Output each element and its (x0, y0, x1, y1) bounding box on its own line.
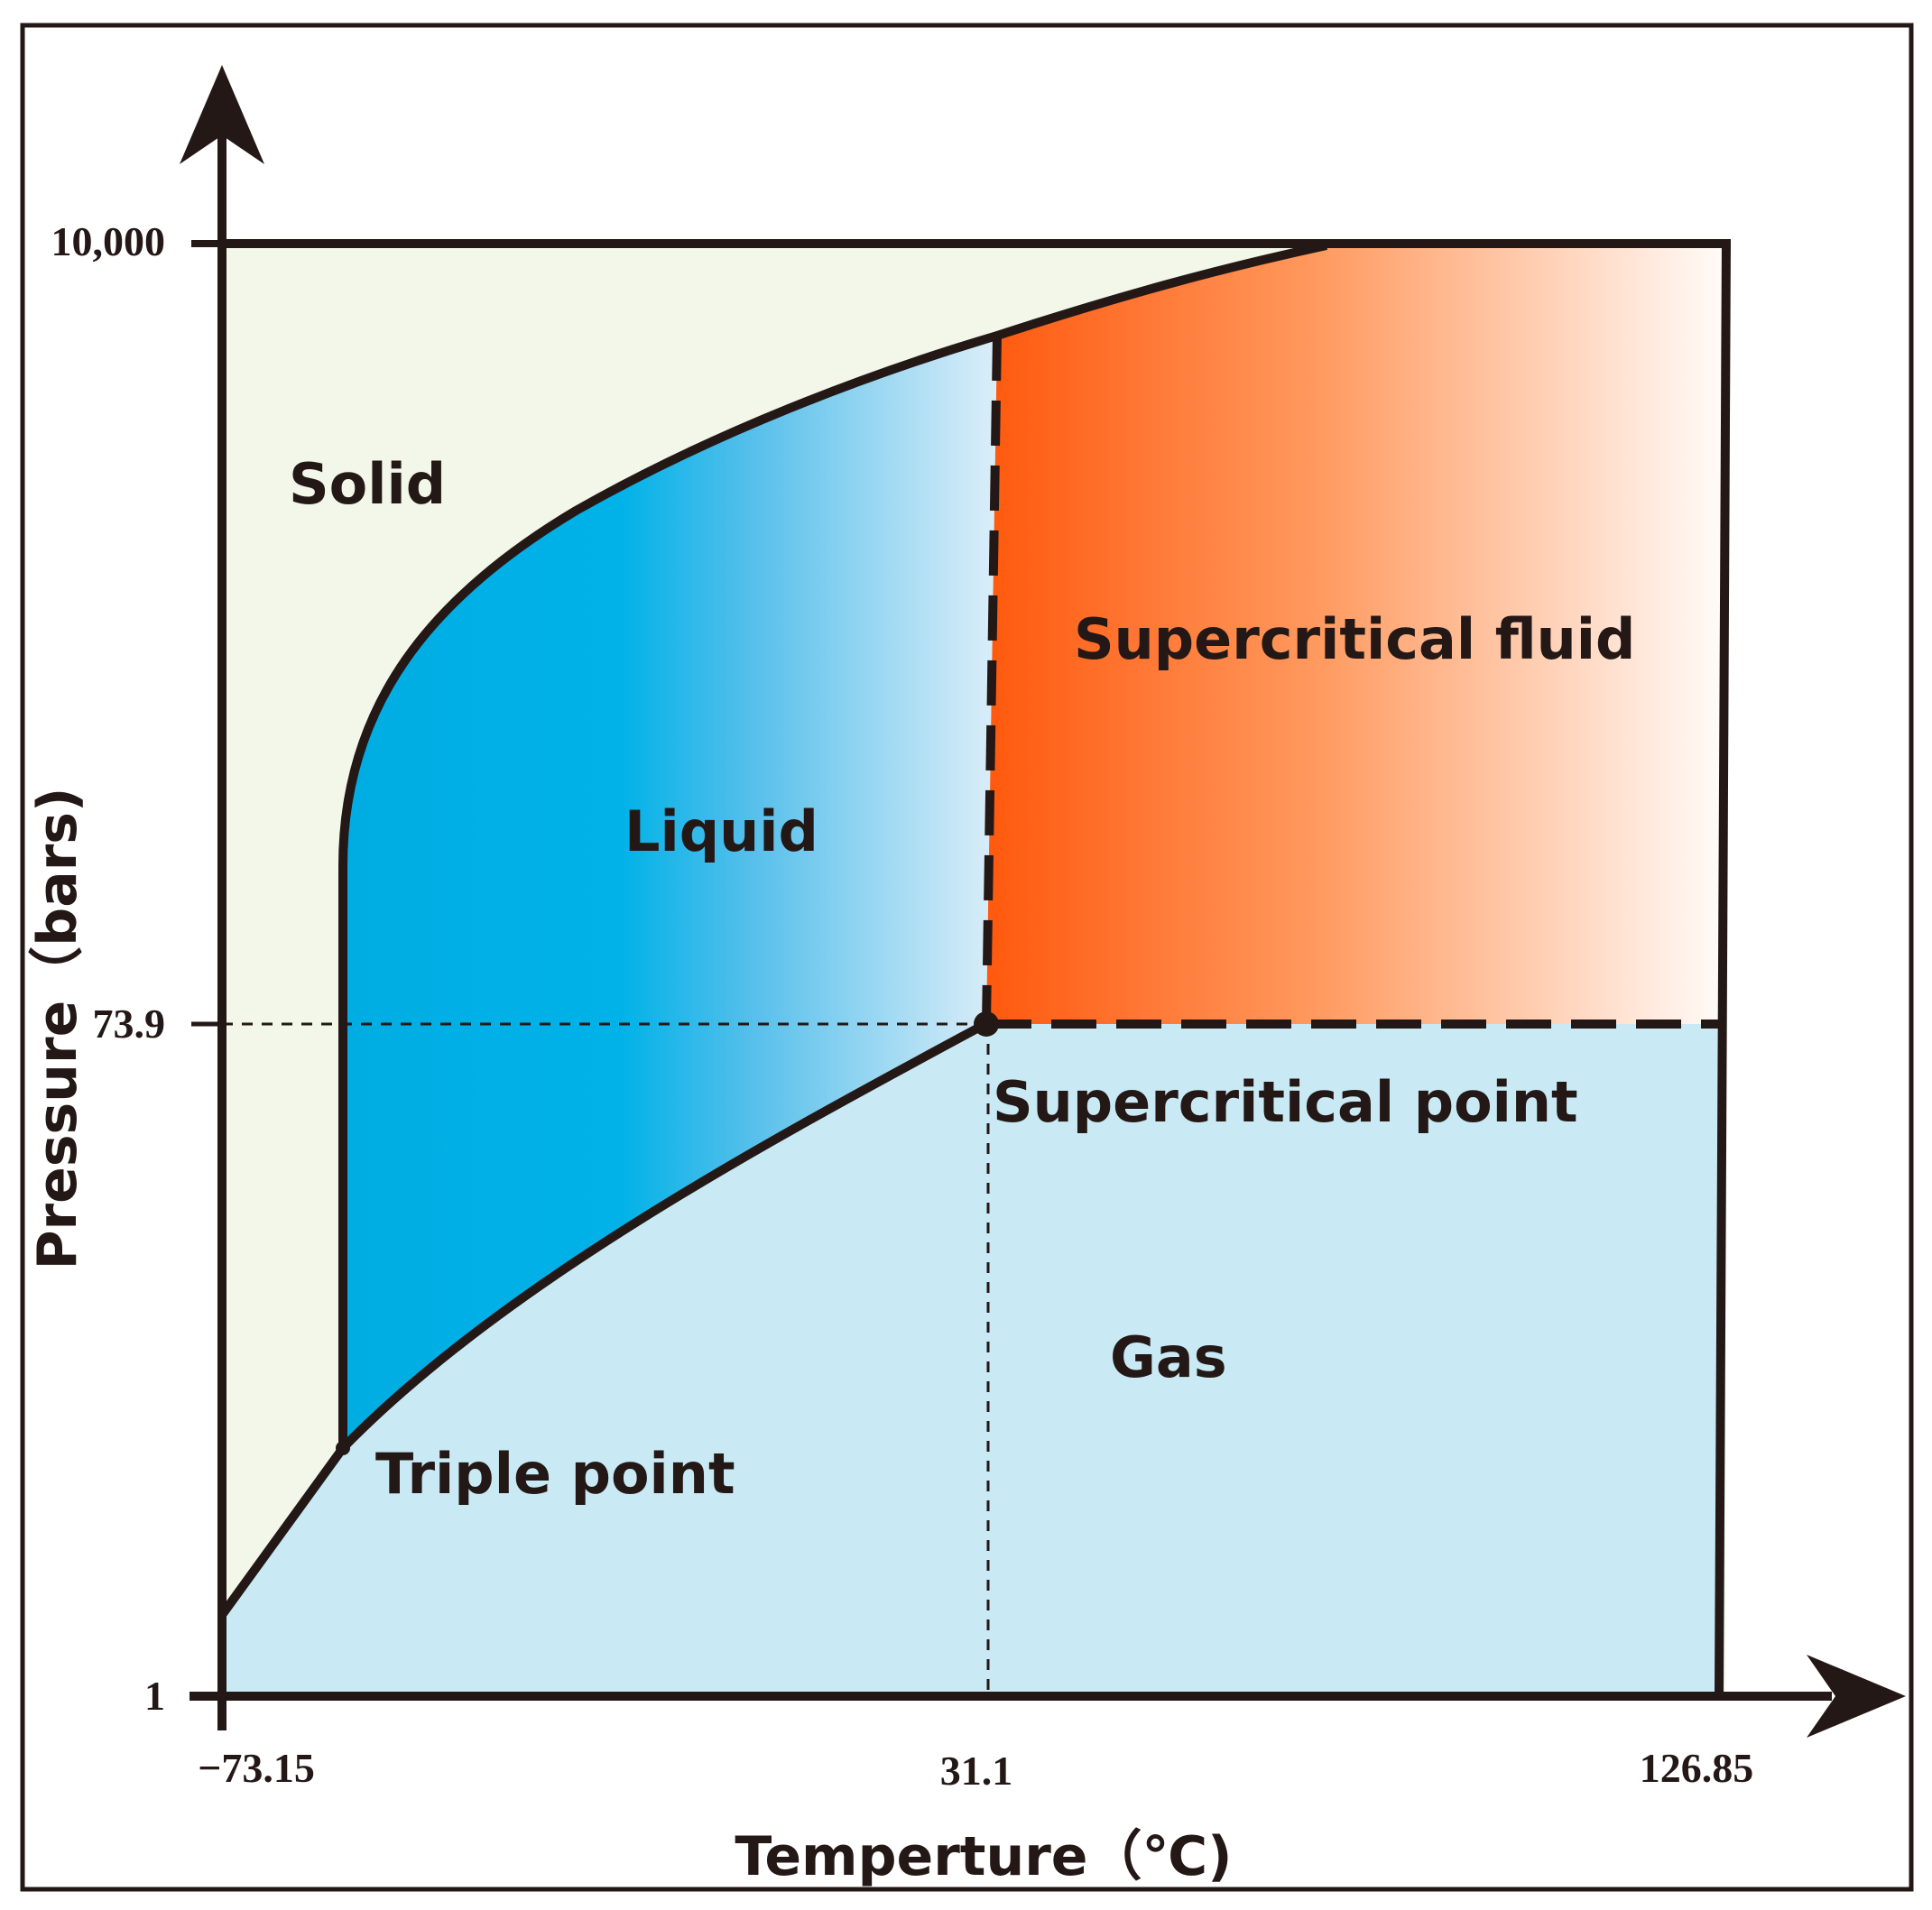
supercritical-fluid-region (986, 244, 1724, 1024)
solid-label: Solid (289, 451, 446, 517)
vaporization-curve (217, 1020, 988, 1618)
y-tick-label-1: 1 (144, 1673, 165, 1719)
y-tick-label-10000: 10,000 (51, 218, 166, 264)
x-axis-arrow-icon (1807, 1655, 1906, 1738)
right-boundary (1715, 238, 1731, 1697)
gas-region (222, 1024, 1724, 1696)
y-axis-title: Pressure（bars) (26, 788, 89, 1270)
y-tick-label-73.9: 73.9 (93, 1001, 166, 1047)
critical-temperature-boundary (982, 335, 1002, 1025)
triple-point-marker (336, 1441, 350, 1455)
supercritical-fluid-label: Supercritical fluid (1074, 606, 1635, 672)
liquid-region (343, 336, 997, 1448)
gas-label: Gas (1110, 1324, 1227, 1390)
supercritical-point-marker (974, 1011, 999, 1037)
supercritical-point-label: Supercritical point (993, 1069, 1578, 1135)
x-tick-label-min: −73.15 (198, 1745, 315, 1791)
x-tick-label-critical: 31.1 (940, 1748, 1013, 1794)
outer-frame (20, 23, 1914, 1892)
triple-point-label: Triple point (375, 1441, 735, 1507)
liquid-label: Liquid (624, 798, 818, 864)
x-tick-label-max: 126.85 (1640, 1745, 1754, 1791)
x-axis-title: Temperture（℃) (735, 1825, 1232, 1888)
fusion-curve (338, 241, 1328, 1448)
y-axis-arrow-icon (180, 65, 264, 164)
